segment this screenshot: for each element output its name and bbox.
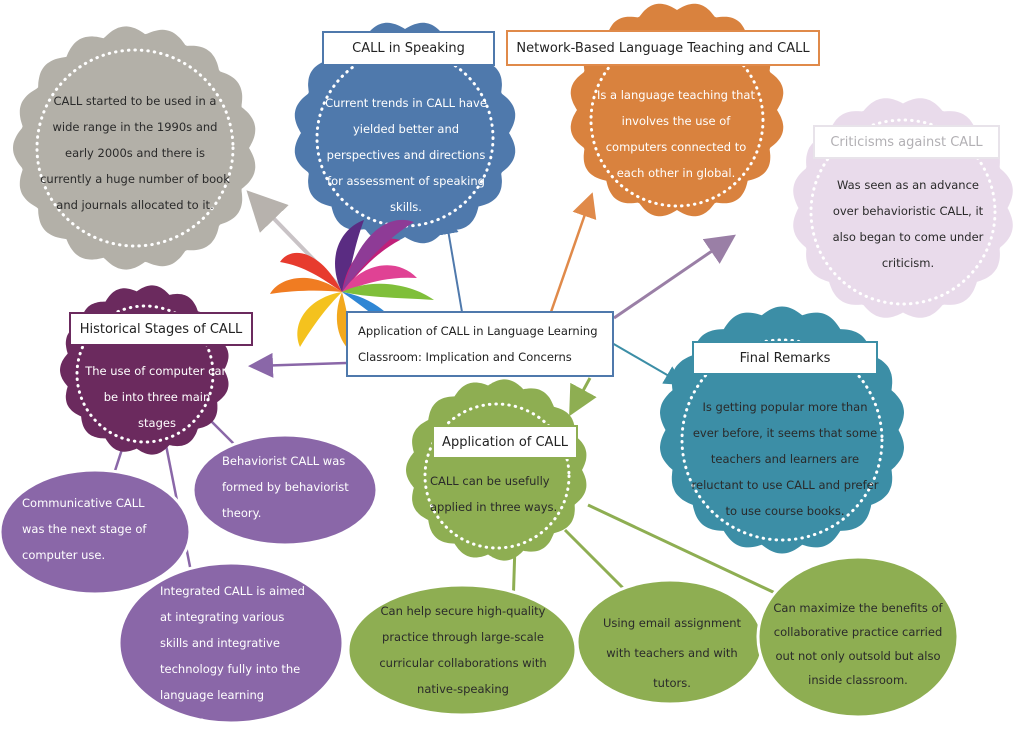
application-node	[406, 379, 587, 561]
final-title: Final Remarks	[692, 341, 878, 375]
way3-bubble	[756, 555, 960, 719]
arrow-to-application	[569, 377, 597, 417]
communicative-text: Communicative CALL was the next stage of…	[22, 496, 147, 562]
speaking-title: CALL in Speaking	[322, 31, 495, 66]
arrow-to-speaking	[438, 214, 463, 313]
line-to-way3	[587, 503, 791, 602]
criticisms-title: Criticisms against CALL	[813, 125, 1000, 159]
network-text: Is a language teaching that involves the…	[597, 88, 755, 180]
speaking-text: Current trends in CALL have yielded bett…	[325, 96, 487, 214]
way1-bubble	[346, 583, 578, 717]
application-text: CALL can be usefully applied in three wa…	[430, 474, 558, 514]
arrow-to-stages	[248, 352, 347, 378]
way3-text: Can maximize the benefits of collaborati…	[773, 601, 943, 687]
stages-text: The use of computer can be into three ma…	[85, 364, 229, 430]
criticisms-text: Was seen as an advance over behavioristi…	[832, 178, 984, 270]
history-node	[13, 26, 256, 270]
stages-title: Historical Stages of CALL	[69, 312, 253, 346]
application-title: Application of CALL	[432, 425, 578, 459]
arrow-to-criticisms	[613, 234, 736, 320]
history-text: CALL started to be used in a wide range …	[40, 94, 230, 212]
behaviorist-text: Behaviorist CALL was formed by behaviori…	[222, 454, 349, 520]
behaviorist-bubble	[191, 433, 379, 547]
integrated-text: Integrated CALL is aimed at integrating …	[160, 584, 305, 728]
way1-text: Can help secure high-quality practice th…	[379, 604, 547, 696]
communicative-bubble	[0, 468, 192, 596]
integrated-bubble	[117, 561, 345, 724]
way2-text: Using email assignment with teachers and…	[602, 616, 742, 690]
arrow-to-final	[611, 342, 685, 386]
center-topic: Application of CALL in Language Learning…	[346, 311, 614, 377]
arrow-to-network	[549, 192, 597, 313]
final-text: Is getting popular more than ever before…	[691, 400, 879, 518]
center-topic-text: Application of CALL in Language Learning…	[358, 324, 598, 364]
network-title: Network-Based Language Teaching and CALL	[506, 30, 820, 66]
petal-burst-icon	[270, 219, 434, 354]
line-to-way2	[563, 528, 632, 597]
